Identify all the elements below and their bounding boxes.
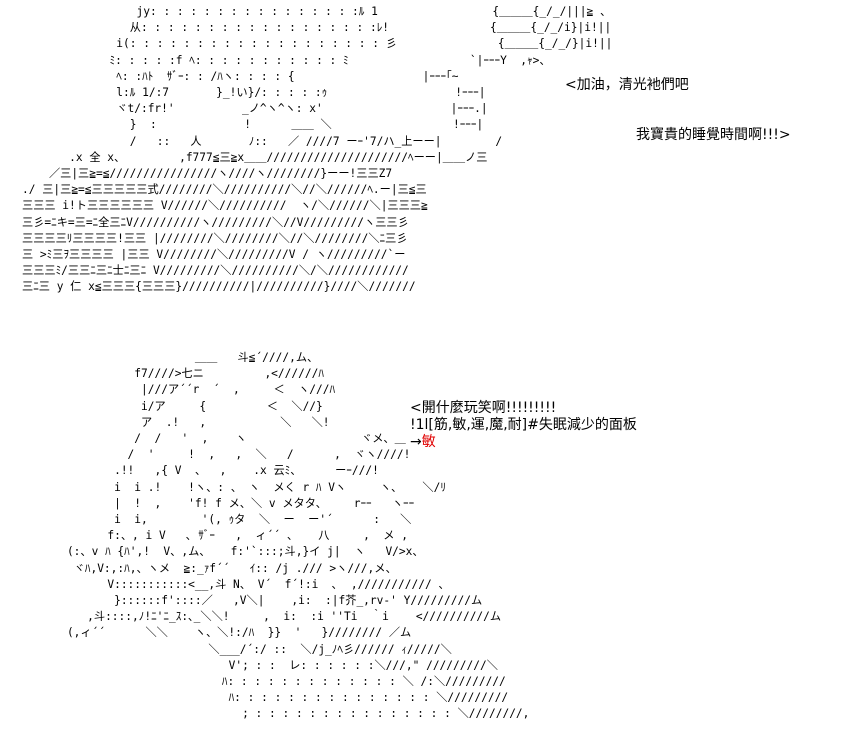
arrow-text: → <box>410 434 422 450</box>
highlight-stat: 敏 <box>421 434 436 450</box>
speech-sleep-time: 我寶貴的睡覺時間啊!!!> <box>636 127 791 143</box>
speech-cheer: <加油，清光衪們吧 <box>565 77 689 93</box>
speech-no-joke: <開什麼玩笑啊!!!!!!!!! <box>410 400 557 416</box>
speech-stat-panel: !1l[筋,敏,運,魔,耐]#失眠減少的面板 <box>410 417 637 433</box>
ascii-art-top-scene: jy: : : : : : : : : : : : : : : :ﾙ 1 {＿＿… <box>22 5 613 294</box>
ascii-art-bottom-scene: ＿＿ 斗≦´////,ム、 f7////>七ニ ,<//////ﾊ |///ア´… <box>66 351 530 721</box>
speech-result: →敏 <box>410 434 436 451</box>
